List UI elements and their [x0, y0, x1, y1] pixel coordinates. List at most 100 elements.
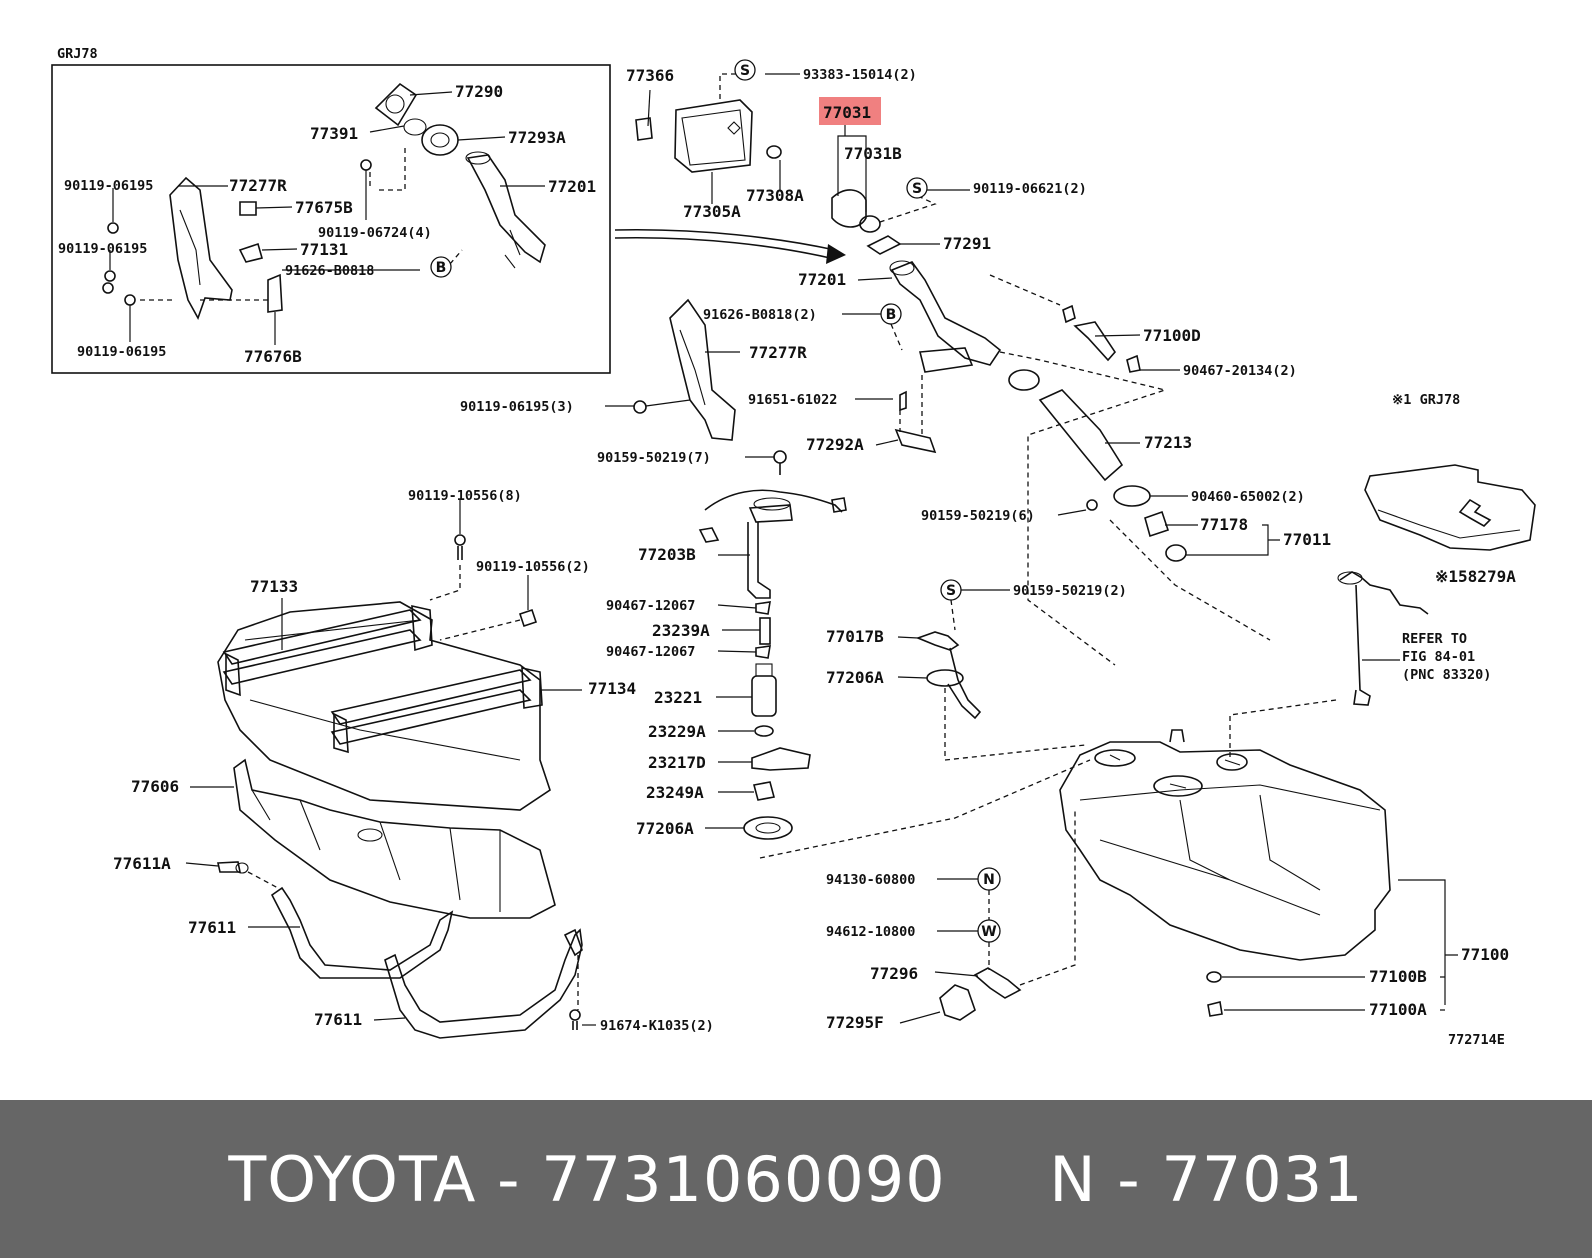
part-77201-main-shape	[890, 261, 1002, 366]
label-77291: 77291	[943, 234, 991, 253]
label-90119-06195-b: 90119-06195	[58, 241, 147, 257]
inset-arrow	[614, 228, 836, 251]
sub-gauge-group: S 90159-50219(2) 77017B 77206A	[826, 579, 1127, 761]
symbol-n: N	[977, 867, 1001, 891]
label-94130-60800: 94130-60800	[826, 872, 915, 888]
protector-158279A-group: ※1 GRJ78 ※158279A	[1364, 392, 1536, 586]
part-77366-shape	[635, 117, 653, 141]
label-77611-a: 77611	[188, 918, 236, 937]
label-90119-06724: 90119-06724(4)	[318, 225, 432, 241]
sender-gauge-wire	[1339, 571, 1429, 615]
label-77134: 77134	[588, 679, 636, 698]
svg-text:S: S	[946, 583, 956, 599]
part-77031B-shape	[859, 215, 881, 233]
sender-gauge-shape	[1353, 584, 1371, 706]
label-refer-1: REFER TO	[1402, 631, 1467, 647]
hose-group: 77100D 90467-20134(2) 77213 90460-65002(…	[921, 274, 1331, 666]
label-77292A: 77292A	[806, 435, 864, 454]
parts-diagram: GRJ78	[51, 46, 1536, 1048]
label-23249A: 23249A	[646, 783, 704, 802]
part-77206A-lower-shape	[743, 816, 793, 840]
label-77031B: 77031B	[844, 144, 902, 163]
label-90159-50219-2: 90159-50219(2)	[1013, 583, 1127, 599]
part-number-footer: TOYOTA - 7731060090 N - 77031	[0, 1100, 1592, 1258]
label-77675B: 77675B	[295, 198, 353, 217]
label-77305A: 77305A	[683, 202, 741, 221]
part-number-text: TOYOTA - 7731060090 N - 77031	[228, 1142, 1364, 1216]
part-77611-lower-shape	[384, 928, 583, 1039]
label-77611A: 77611A	[113, 854, 171, 873]
svg-text:N: N	[983, 872, 995, 888]
part-77293A-shape	[421, 124, 459, 156]
inset-label: GRJ78	[57, 46, 98, 62]
part-77676B-shape	[267, 273, 283, 313]
label-90467-12067-a: 90467-12067	[606, 598, 695, 614]
label-90159-50219-6: 90159-50219(6)	[921, 508, 1035, 524]
label-158279A: ※158279A	[1435, 567, 1516, 586]
label-90119-06621: 90119-06621(2)	[973, 181, 1087, 197]
fuel-pump-group: 77203B 90467-12067 23239A 90467-12067 23…	[606, 489, 1091, 859]
label-93383-15014: 93383-15014(2)	[803, 67, 917, 83]
left-tank-group: 90119-10556(8) 90119-10556(2)	[113, 488, 714, 1039]
label-77206A-a: 77206A	[826, 668, 884, 687]
label-77295F: 77295F	[826, 1013, 884, 1032]
part-77134-band-shape	[330, 669, 532, 725]
label-77203B: 77203B	[638, 545, 696, 564]
label-77206A-b: 77206A	[636, 819, 694, 838]
label-77100B: 77100B	[1369, 967, 1427, 986]
part-77291-shape	[866, 235, 902, 255]
part-77201-inset-shape	[466, 154, 546, 264]
label-90460-65002: 90460-65002(2)	[1191, 489, 1305, 505]
part-77292A-shape	[894, 428, 937, 454]
label-23229A: 23229A	[648, 722, 706, 741]
label-91674-K1035: 91674-K1035(2)	[600, 1018, 714, 1034]
label-77100A: 77100A	[1369, 1000, 1427, 1019]
part-77203B-shape	[747, 522, 771, 599]
svg-text:S: S	[912, 181, 922, 197]
svg-text:B: B	[436, 260, 447, 276]
part-77606-shape	[233, 758, 556, 919]
label-94612-10800: 94612-10800	[826, 924, 915, 940]
label-90467-20134: 90467-20134(2)	[1183, 363, 1297, 379]
svg-text:B: B	[886, 307, 897, 323]
label-77178: 77178	[1200, 515, 1248, 534]
label-77201-a: 77201	[548, 177, 596, 196]
label-77293A: 77293A	[508, 128, 566, 147]
part-23229A-shape	[754, 725, 774, 737]
symbol-b-inset: B	[430, 256, 452, 278]
svg-text:W: W	[981, 924, 996, 940]
part-77031-shape	[831, 189, 867, 228]
filler-group: 77366 S 93383-15014(2) 77031 77031B 7730…	[626, 59, 1087, 373]
label-91626-B0818-a: 91626-B0818	[285, 263, 374, 279]
part-77391-shape	[403, 118, 427, 136]
part-77133-band-shape	[222, 609, 422, 665]
svg-text:S: S	[740, 63, 750, 79]
part-77296-shape	[973, 967, 1022, 999]
part-77611-upper-shape	[270, 886, 454, 979]
symbol-w: W	[977, 919, 1001, 943]
part-77131-shape	[238, 242, 263, 263]
part-23217D-shape	[751, 747, 811, 771]
label-77100D: 77100D	[1143, 326, 1201, 345]
label-23221: 23221	[654, 688, 702, 707]
label-23217D: 23217D	[648, 753, 706, 772]
part-77295F-shape	[939, 984, 976, 1021]
part-158279A-shape	[1364, 464, 1536, 551]
label-refer-2: FIG 84-01	[1402, 649, 1475, 665]
label-23239A: 23239A	[652, 621, 710, 640]
symbol-s-low: S	[940, 579, 962, 601]
label-grj-note: ※1 GRJ78	[1392, 392, 1460, 408]
part-77017B-shape	[915, 631, 960, 651]
label-77011: 77011	[1283, 530, 1331, 549]
left-tank-shape	[217, 601, 551, 811]
sender-gauge-group: REFER TO FIG 84-01 (PNC 83320)	[1229, 571, 1491, 760]
main-tank-shape	[1059, 741, 1391, 961]
label-90159-50219-7: 90159-50219(7)	[597, 450, 711, 466]
label-77100: 77100	[1461, 945, 1509, 964]
label-77133: 77133	[250, 577, 298, 596]
label-90467-12067-b: 90467-12067	[606, 644, 695, 660]
label-77017B: 77017B	[826, 627, 884, 646]
label-77391: 77391	[310, 124, 358, 143]
symbol-s-mid: S	[906, 177, 928, 199]
protector-group: 77277R 90119-06195(3) 90159-50219(7)	[460, 298, 807, 475]
